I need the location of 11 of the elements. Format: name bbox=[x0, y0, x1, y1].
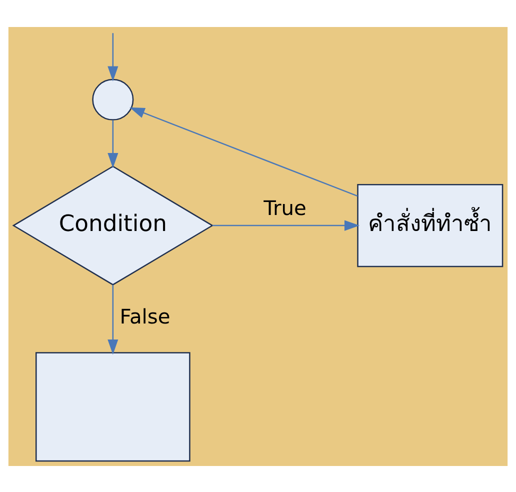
arrow bbox=[212, 220, 360, 230]
arrow bbox=[108, 120, 118, 168]
node-box bbox=[35, 352, 190, 462]
arrow bbox=[130, 106, 358, 196]
node-diamond: Condition bbox=[12, 165, 214, 285]
arrow bbox=[108, 284, 118, 354]
arrow bbox=[108, 32, 118, 81]
edge-label: False bbox=[120, 304, 170, 328]
edge-label: True bbox=[264, 196, 306, 220]
node-circle bbox=[92, 78, 134, 120]
node-box: คำสั่งที่ทำซ้ำ bbox=[357, 184, 504, 267]
